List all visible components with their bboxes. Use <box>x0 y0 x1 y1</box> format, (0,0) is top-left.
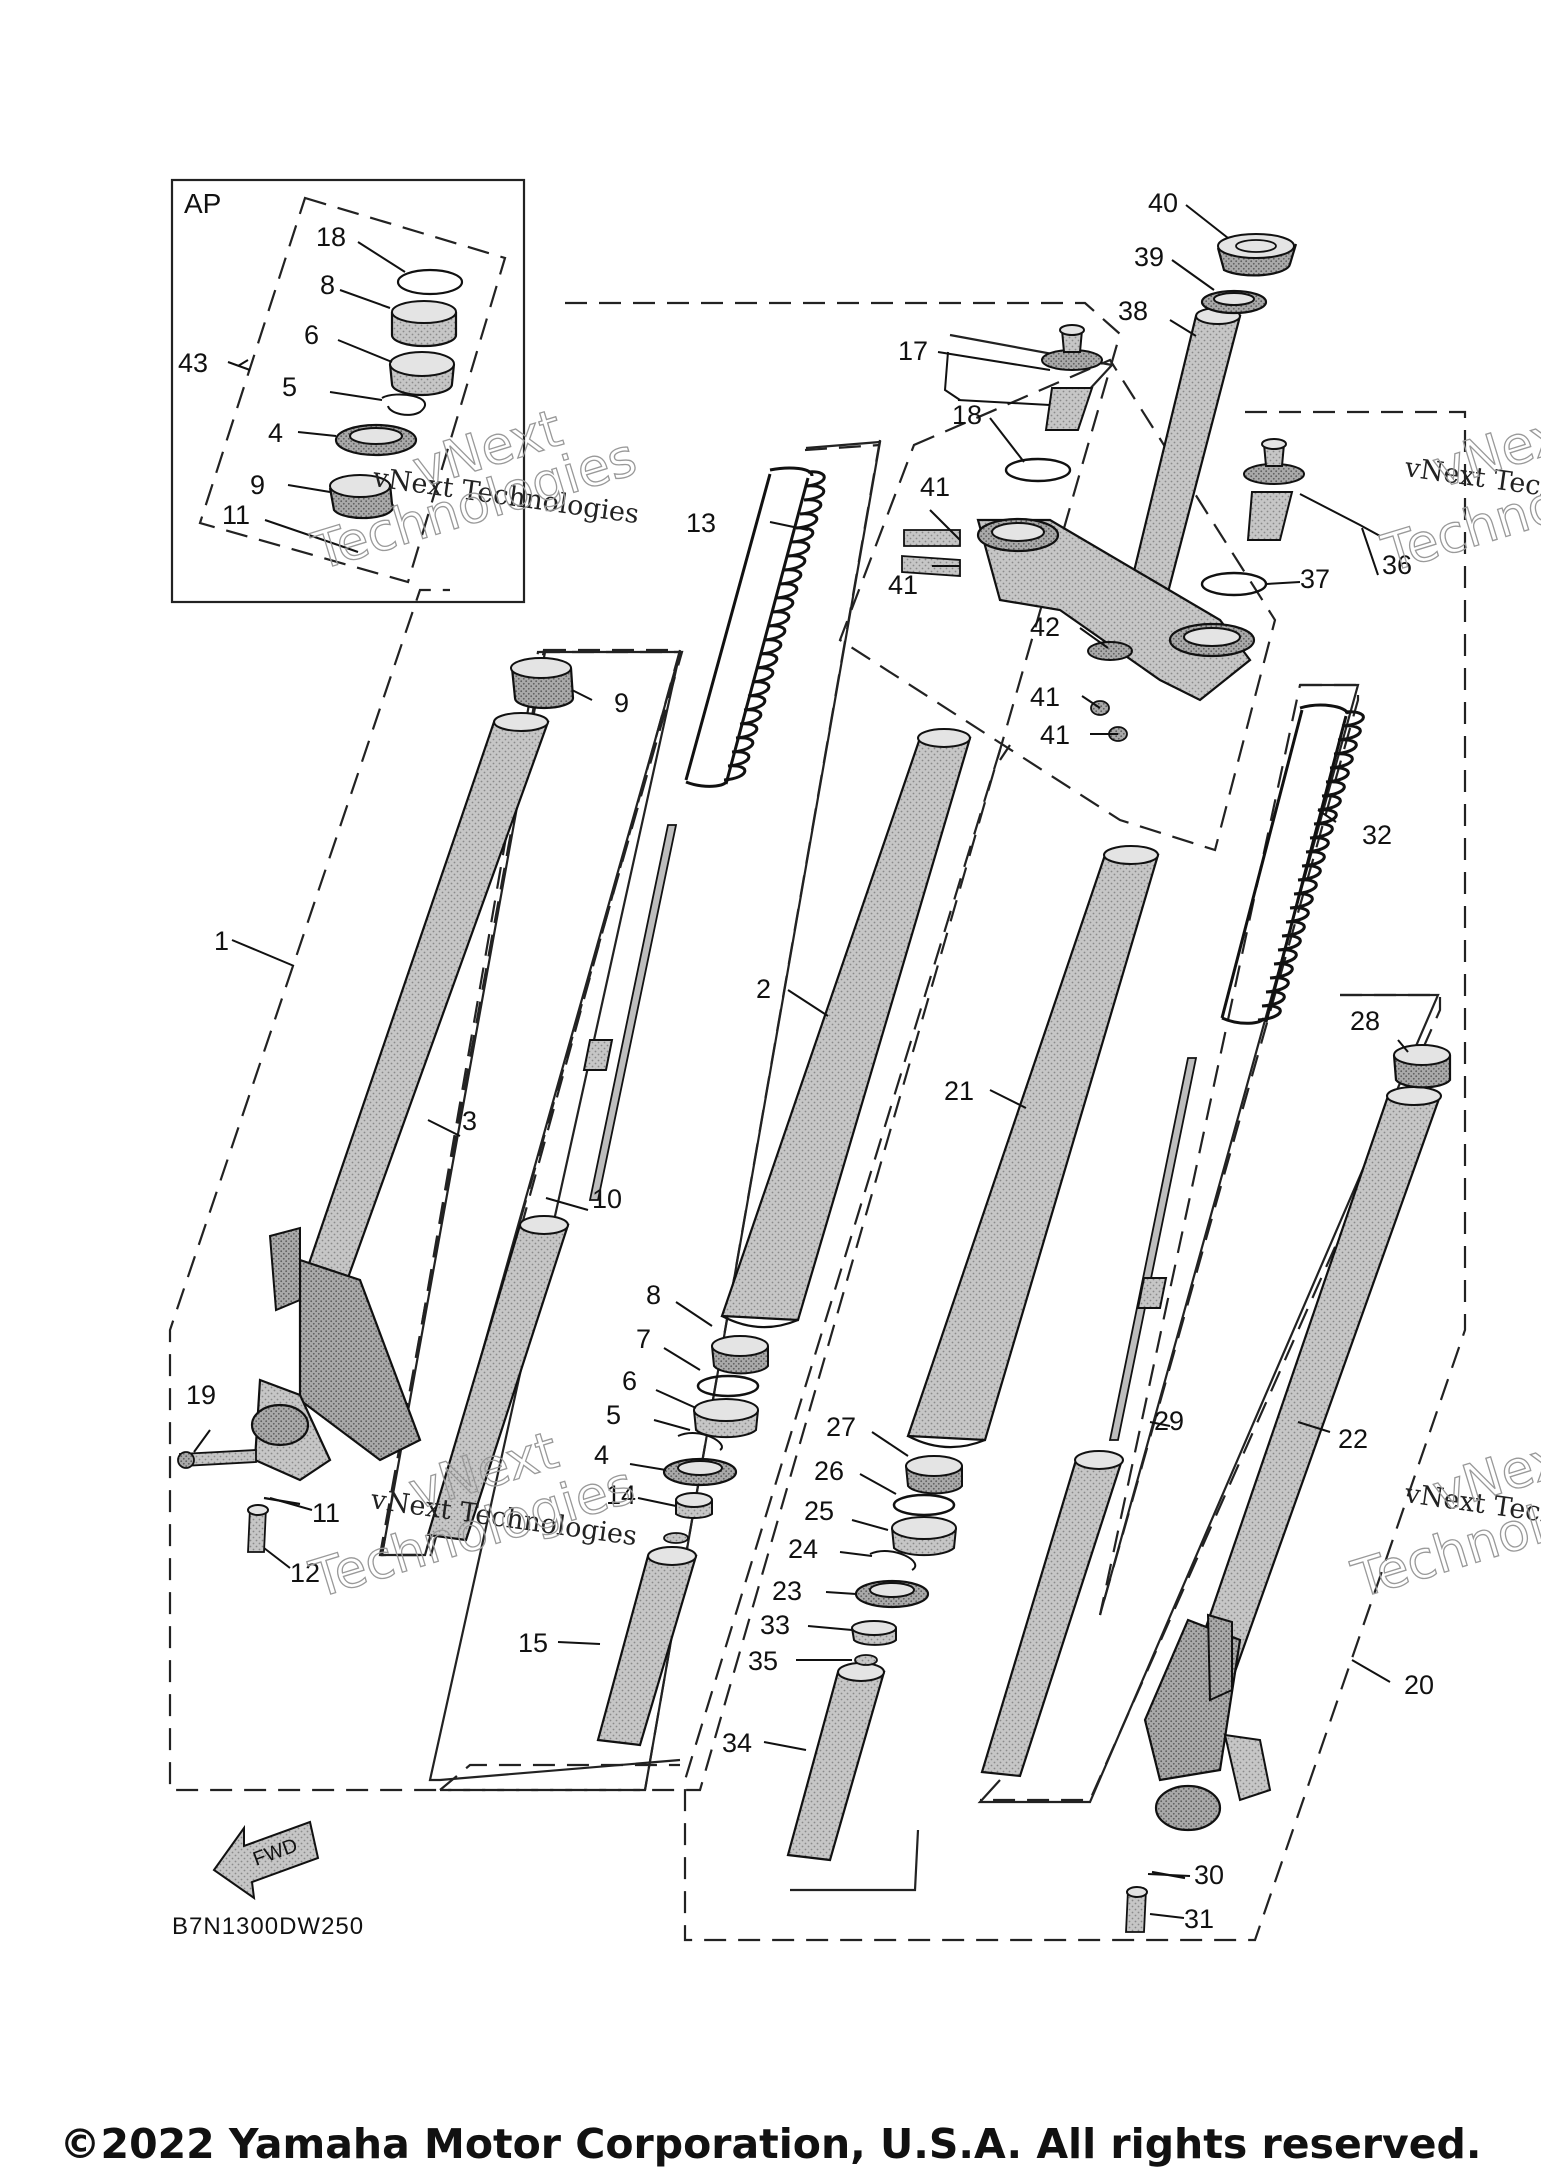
outer-tube-22 <box>1143 1086 1442 1832</box>
callout-20: 20 <box>1404 1670 1434 1700</box>
fork-cap-17 <box>1041 324 1103 431</box>
seal-stack-right <box>851 1455 963 1666</box>
callout-41-b: 41 <box>888 570 918 600</box>
callout-ap-6: 6 <box>304 320 319 350</box>
fork-spring-32 <box>1220 703 1365 1025</box>
o-ring-18 <box>1004 457 1072 483</box>
ap-bushing-9 <box>328 474 395 520</box>
bolt-19 <box>177 1449 257 1469</box>
callout-15: 15 <box>518 1628 548 1658</box>
inner-tube-2 <box>720 728 972 1329</box>
seal-stack-left <box>662 1335 769 1544</box>
steering-stem-38 <box>1126 307 1242 602</box>
callout-39: 39 <box>1134 242 1164 272</box>
o-ring-37 <box>1200 571 1268 597</box>
callout-33: 33 <box>760 1610 790 1640</box>
callout-34: 34 <box>722 1728 752 1758</box>
callout-ap-43: 43 <box>178 348 208 378</box>
callout-38: 38 <box>1118 296 1148 326</box>
callout-28: 28 <box>1350 1006 1380 1036</box>
ap-clip-5 <box>381 393 426 416</box>
cartridge-34 <box>786 1662 886 1862</box>
fork-spring-13 <box>684 466 826 788</box>
ap-bushing-8 <box>390 300 458 348</box>
bearing-39 <box>1200 289 1268 315</box>
callout-ap-8: 8 <box>320 270 335 300</box>
callout-26: 26 <box>814 1456 844 1486</box>
copyright-notice: ©2022 Yamaha Motor Corporation, U.S.A. A… <box>59 2120 1482 2168</box>
callout-36: 36 <box>1382 550 1412 580</box>
callout-5: 5 <box>606 1400 621 1430</box>
callout-1: 1 <box>214 926 229 956</box>
leader-lines <box>193 204 1409 1919</box>
callout-7: 7 <box>636 1324 651 1354</box>
ap-label: AP <box>184 188 221 219</box>
callout-22: 22 <box>1338 1424 1368 1454</box>
bolt-12 <box>247 1504 269 1553</box>
bushing-28 <box>1392 1044 1452 1089</box>
callout-9: 9 <box>614 688 629 718</box>
callout-ap-5: 5 <box>282 372 297 402</box>
callout-31: 31 <box>1184 1904 1214 1934</box>
callout-ap-18: 18 <box>316 222 346 252</box>
callout-14: 14 <box>606 1480 636 1510</box>
lower-bracket <box>901 517 1256 742</box>
ap-washer-6 <box>388 351 456 397</box>
callout-41-c: 41 <box>1030 682 1060 712</box>
callout-40: 40 <box>1148 188 1178 218</box>
callout-2: 2 <box>756 974 771 1004</box>
callout-12: 12 <box>290 1558 320 1588</box>
inner-tube-21 <box>906 845 1160 1449</box>
callout-24: 24 <box>788 1534 818 1564</box>
ap-oil-seal-4 <box>334 423 418 457</box>
ap-o-ring-18 <box>396 268 464 296</box>
callout-6: 6 <box>622 1366 637 1396</box>
cap-40 <box>1216 233 1298 277</box>
callout-23: 23 <box>772 1576 802 1606</box>
outer-tube-3 <box>250 712 550 1482</box>
cartridge-15 <box>596 1546 698 1747</box>
bushing-9 <box>510 657 575 710</box>
callout-13: 13 <box>686 508 716 538</box>
drawing-code: B7N1300DW250 <box>172 1913 364 1940</box>
damper-rod-10 <box>426 824 678 1542</box>
callout-ap-9: 9 <box>250 470 265 500</box>
callout-32: 32 <box>1362 820 1392 850</box>
callout-37: 37 <box>1300 564 1330 594</box>
callout-19: 19 <box>186 1380 216 1410</box>
callout-30: 30 <box>1194 1860 1224 1890</box>
callout-ap-11: 11 <box>222 500 250 530</box>
callouts: 40 39 38 17 18 41 41 13 36 37 42 41 41 9… <box>186 188 1434 1934</box>
callout-10: 10 <box>592 1184 622 1214</box>
ap-kit-box: AP <box>170 178 526 604</box>
fwd-arrow-icon: FWD <box>212 1820 320 1901</box>
callout-35: 35 <box>748 1646 778 1676</box>
callout-3: 3 <box>462 1106 477 1136</box>
callout-41-d: 41 <box>1040 720 1070 750</box>
callout-17: 17 <box>898 336 928 366</box>
callout-ap-4: 4 <box>268 418 283 448</box>
callout-25: 25 <box>804 1496 834 1526</box>
callout-4: 4 <box>594 1440 609 1470</box>
callout-29: 29 <box>1154 1406 1184 1436</box>
callout-21: 21 <box>944 1076 974 1106</box>
ap-clip-11 <box>337 544 359 553</box>
bolt-31 <box>1125 1886 1148 1933</box>
damper-rod-29 <box>980 1057 1198 1778</box>
callout-18: 18 <box>952 400 982 430</box>
callout-27: 27 <box>826 1412 856 1442</box>
callout-8: 8 <box>646 1280 661 1310</box>
callout-42: 42 <box>1030 612 1060 642</box>
fork-cap-36 <box>1243 438 1305 541</box>
callout-41-a: 41 <box>920 472 950 502</box>
callout-11: 11 <box>312 1498 340 1528</box>
